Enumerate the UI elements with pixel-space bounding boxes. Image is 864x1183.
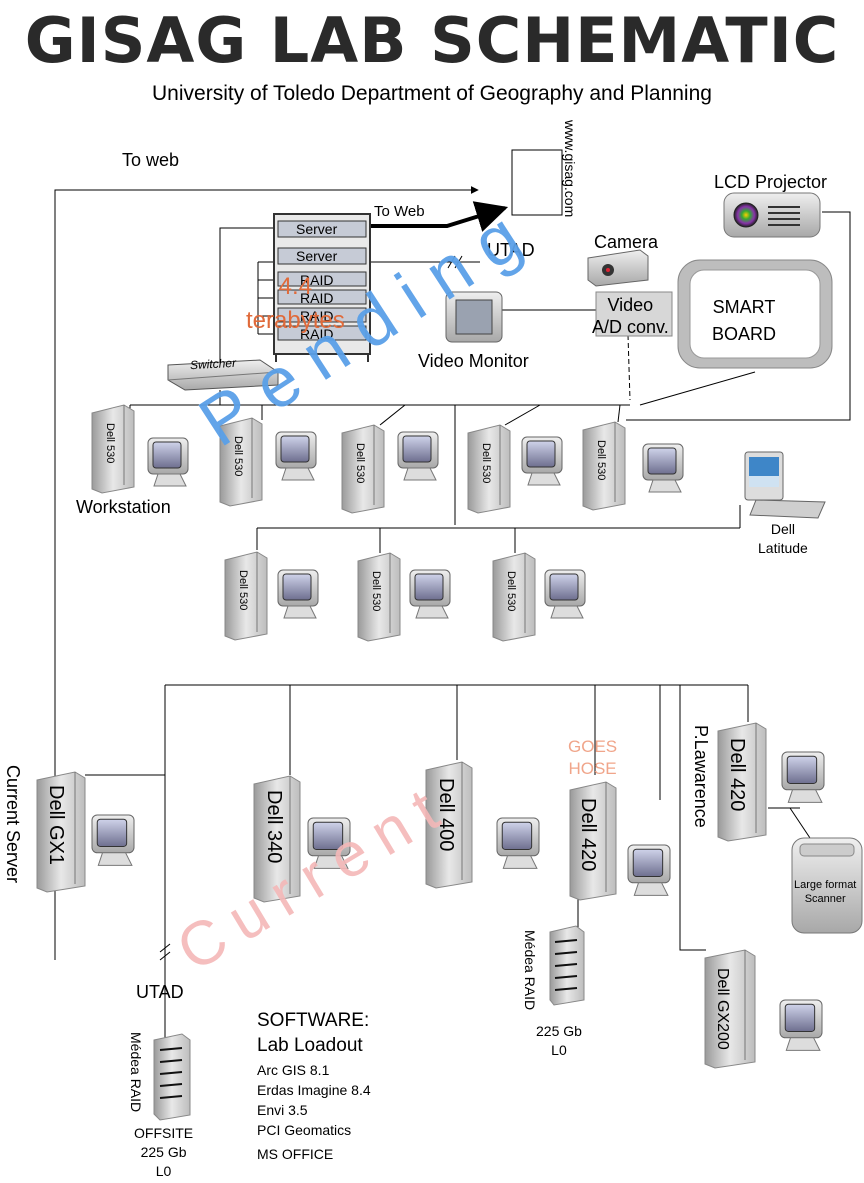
dell-530-tower bbox=[224, 551, 268, 641]
switcher-device bbox=[167, 359, 279, 391]
dell-530-tower bbox=[219, 417, 263, 507]
current-machine-label: Dell 420 bbox=[577, 798, 599, 872]
workstation-monitor bbox=[642, 443, 684, 493]
current-machine-label: Dell 400 bbox=[435, 778, 457, 852]
camera-label: Camera bbox=[594, 232, 659, 252]
lcd-projector-device bbox=[723, 192, 821, 238]
dell-420-tower bbox=[569, 781, 617, 901]
large-format-scanner bbox=[791, 837, 863, 934]
current-monitor bbox=[627, 844, 671, 896]
raid-unit-left bbox=[153, 1033, 191, 1121]
dell-530-label: Dell 530 bbox=[505, 571, 517, 612]
current-monitor bbox=[91, 814, 135, 866]
workstation-monitor bbox=[397, 431, 439, 481]
software-item: Erdas Imagine 8.4 bbox=[257, 1082, 371, 1098]
rack-slot-label: Server bbox=[296, 248, 338, 264]
workstation-monitor bbox=[277, 569, 319, 619]
smart-board-device bbox=[677, 259, 833, 369]
raid-left-caption: OFFSITE 225 Gb L0 bbox=[134, 1125, 194, 1179]
raid-mid-name: Médea RAID bbox=[522, 930, 538, 1011]
video-ad-box bbox=[595, 291, 673, 337]
to-web-label: To web bbox=[122, 150, 180, 170]
utad-top-label: UTAD bbox=[487, 240, 535, 260]
software-item: Envi 3.5 bbox=[257, 1102, 308, 1118]
dell-latitude-label: Dell Latitude bbox=[758, 521, 808, 556]
dell-530-label: Dell 530 bbox=[237, 570, 249, 611]
current-monitor bbox=[496, 817, 540, 869]
raid-left-name: Médea RAID bbox=[128, 1032, 144, 1113]
dell-latitude-laptop bbox=[744, 451, 826, 519]
smart-board-label: SMART BOARD bbox=[712, 297, 777, 344]
software-item: MS OFFICE bbox=[257, 1146, 334, 1162]
dell-530-label: Dell 530 bbox=[480, 443, 492, 484]
dell-530-label: Dell 530 bbox=[232, 436, 244, 477]
raid-mid-caption: 225 Gb L0 bbox=[536, 1023, 582, 1058]
rack-slot-label: Server bbox=[296, 221, 338, 237]
website-label: www.gisag.com bbox=[562, 120, 578, 218]
workstation-monitor bbox=[147, 437, 189, 487]
dell-530-label: Dell 530 bbox=[104, 423, 116, 464]
dell-gx200-tower bbox=[704, 949, 756, 1069]
dell-530-label: Dell 530 bbox=[595, 440, 607, 481]
goes-hose-label: GOES HOSE bbox=[568, 737, 618, 778]
utad-bottom-label: UTAD bbox=[136, 982, 184, 1002]
rack-slot-label: RAID bbox=[300, 272, 334, 288]
current-machine-label: Dell 420 bbox=[726, 738, 748, 812]
workstation-monitor bbox=[275, 431, 317, 481]
storage-amount-label: 4.4 terabytes bbox=[246, 273, 345, 334]
to-web-rack-label: To Web bbox=[374, 203, 425, 220]
p-lawarence-label: P.Lawarence bbox=[691, 725, 711, 828]
software-heading: SOFTWARE: bbox=[257, 1010, 370, 1031]
software-item: PCI Geomatics bbox=[257, 1122, 352, 1138]
camera-device bbox=[587, 249, 649, 287]
current-machine-label: Dell 340 bbox=[263, 790, 285, 864]
rack-slot-label: RAID bbox=[300, 308, 334, 324]
workstation-monitor bbox=[521, 436, 563, 486]
rack-slot-label: RAID bbox=[300, 290, 334, 306]
scanner-label: Large format Scanner bbox=[794, 879, 857, 905]
page-title: GISAG LAB SCHEMATIC bbox=[24, 4, 840, 77]
software-subheading: Lab Loadout bbox=[257, 1035, 363, 1056]
dell-gx1-tower bbox=[36, 771, 86, 893]
rack-slot-label: RAID bbox=[300, 326, 334, 342]
server-rack bbox=[273, 213, 371, 362]
current-monitor bbox=[779, 999, 823, 1051]
software-list: SOFTWARE: Lab Loadout Arc GIS 8.1 Erdas … bbox=[257, 1008, 371, 1164]
dell-530-tower bbox=[467, 424, 511, 514]
workstation-monitor bbox=[544, 569, 586, 619]
workstation-monitor bbox=[409, 569, 451, 619]
current-machine-label: Dell GX1 bbox=[45, 785, 67, 866]
workstation-label: Workstation bbox=[76, 497, 171, 517]
raid-unit-mid bbox=[549, 925, 585, 1006]
current-server-label: Current Server bbox=[3, 765, 23, 884]
software-item: Arc GIS 8.1 bbox=[257, 1062, 330, 1078]
current-monitor bbox=[307, 817, 351, 869]
current-machine-label: Dell GX200 bbox=[714, 968, 731, 1050]
dell-530-tower bbox=[341, 424, 385, 514]
dell-420-plawarence-tower bbox=[717, 722, 767, 842]
lcd-projector-label: LCD Projector bbox=[714, 172, 828, 192]
dell-530-tower bbox=[582, 421, 626, 511]
dell-400-tower bbox=[425, 761, 473, 889]
dell-530-tower bbox=[492, 552, 536, 642]
web-server-box bbox=[511, 149, 563, 216]
current-monitor bbox=[781, 751, 825, 803]
dell-530-tower bbox=[91, 404, 135, 494]
video-monitor-device bbox=[445, 291, 503, 343]
dell-530-label: Dell 530 bbox=[354, 443, 366, 484]
dell-530-label: Dell 530 bbox=[370, 571, 382, 612]
dell-340-tower bbox=[253, 775, 301, 903]
dell-530-tower bbox=[357, 552, 401, 642]
page-subtitle: University of Toledo Department of Geogr… bbox=[152, 82, 712, 105]
video-ad-label: Video A/D conv. bbox=[592, 295, 669, 337]
video-monitor-label: Video Monitor bbox=[418, 351, 529, 371]
